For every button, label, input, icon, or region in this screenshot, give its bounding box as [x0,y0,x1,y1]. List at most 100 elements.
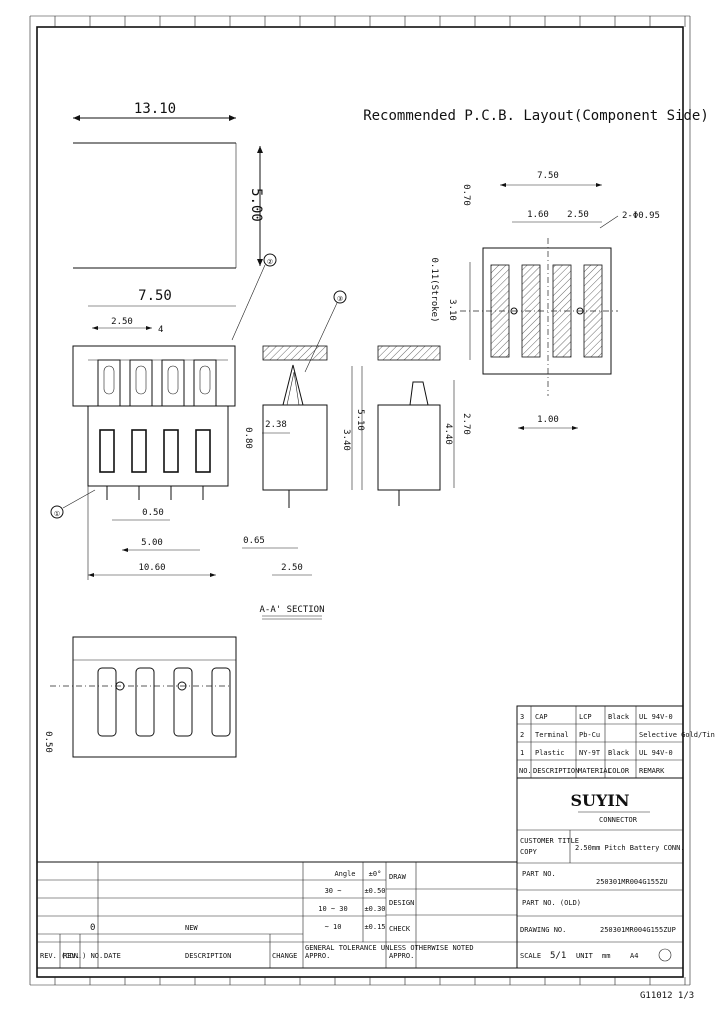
bom-remark: Selective Gold/Tin [639,731,715,739]
bom-material: LCP [579,713,592,721]
dim-side-340: 3.40 [341,429,351,451]
dim-front-h: 4 [158,325,163,335]
rev-header-cell: REV. (CON.) NO. [40,952,103,960]
dim-left-050: 0.50 [43,731,53,753]
front-contact-spring [103,365,115,395]
side-view-2: 4.40 [377,345,455,506]
copy-label: COPY [520,848,538,856]
bom-color: Black [608,713,630,721]
callout-1: ① [54,510,60,518]
dim-front-span: 7.50 [138,288,172,304]
bom-no: 3 [520,713,524,721]
bom-header-no: NO. [519,767,532,775]
callout-2: ② [267,258,273,266]
dim-pcb-160: 1.60 [527,210,549,220]
callout-3: ③ [337,295,343,303]
tol-range: 10 ~ 30 [318,905,348,913]
size-value: A4 [630,952,638,960]
front-contact-spring [167,365,179,395]
tolerance-note: GENERAL TOLERANCE UNLESS OTHERWISE NOTED [305,944,474,952]
title-value: 2.50mm Pitch Battery CONN. [575,844,685,852]
brand-sub: CONNECTOR [599,816,638,824]
bottom-hole [115,681,125,691]
dim-side-250: 2.50 [281,563,303,573]
title-block: SUYIN CONNECTOR CUSTOMER TITLE COPY 2.50… [516,777,694,1001]
dim-total-w: 10.60 [138,563,165,573]
pcb-layout: Recommended P.C.B. Layout(Component Side… [363,108,709,435]
dim-top-height: 5.00 [248,188,264,222]
dim-pcb-310: 3.10 [447,299,457,321]
brand-logo: SUYIN [570,791,629,810]
tol-label: ±0° [369,870,382,878]
rev-desc: NEW [185,924,198,932]
dim-pcb-slot: 0.11(Stroke) [429,257,439,322]
side-section: ③ 0.80 2.38 3.40 5.10 0.65 2.50 A-A' SEC… [242,290,365,620]
bottom-view: 0.50 [43,636,237,758]
part-no2-label: PART NO. (OLD) [522,899,581,907]
scale-label: SCALE [520,952,541,960]
dim-pcb-20: 2.70 [461,413,471,435]
drawing-no-label: DRAWING NO. [520,926,566,934]
customer-title-label: CUSTOMER TITLE [520,837,579,845]
bom-desc: Terminal [535,731,569,739]
rev-header-cell: DATE [104,952,121,960]
rev-header-cell: APPRO. [305,952,330,960]
front-window [163,429,179,473]
tol-range: 30 ~ [325,887,342,895]
dim-pin-w: 0.50 [142,508,164,518]
drawing-no-value: 250301MR004G155ZUP [600,926,676,934]
sheet-border [29,15,691,986]
front-window [195,429,211,473]
bottom-contact [135,667,155,737]
role-label: DESIGN [389,899,414,907]
rev-header-cell: CHANGE [272,952,297,960]
pcb-title: Recommended P.C.B. Layout(Component Side… [363,108,709,124]
bom-desc: Plastic [535,749,565,757]
dim-side-238: 2.38 [265,420,287,430]
bom-material: NY-9T [579,749,601,757]
bottom-hole [177,681,187,691]
front-contact [97,359,121,407]
front-contact [129,359,153,407]
bom-desc: CAP [535,713,548,721]
unit-label: UNIT [576,952,594,960]
dim-side-440: 4.40 [443,423,453,445]
front-view: 7.50 2.50 4 ① 0.50 5.00 10.60 [50,288,236,580]
rev-no: 0 [90,923,95,933]
footer-code: G11012 1/3 [640,991,694,1001]
role-label: APPRO. [389,952,414,960]
bom-color: Black [608,749,630,757]
bottom-contact [211,667,231,737]
dim-front-pitch: 2.50 [111,317,133,327]
bom-no: 1 [520,749,524,757]
scale-value: 5/1 [550,951,566,961]
bom-remark: UL 94V-0 [639,713,673,721]
bom-no: 2 [520,731,524,739]
tol-range: ~ 10 [325,923,342,931]
front-contact-spring [135,365,147,395]
rev-header-cell: DESCRIPTION [185,952,231,960]
front-window [99,429,115,473]
dim-side-083: 0.80 [243,427,253,449]
bottom-contact [97,667,117,737]
angle-label: Angle [334,870,355,878]
front-contact-spring [199,365,211,395]
dim-pcb-250: 2.50 [567,210,589,220]
dim-top-width: 13.10 [134,101,176,117]
tol-value: ±0.15 [364,923,385,931]
role-label: DRAW [389,873,407,881]
front-contact [161,359,185,407]
bom-header-remark: REMARK [639,767,665,775]
dim-side-064: 0.65 [243,536,265,546]
dim-side-510: 5.10 [355,409,365,431]
section-label: A-A' SECTION [259,605,324,615]
dim-pcb-750: 7.50 [537,171,559,181]
part-no-label: PART NO. [522,870,556,878]
bottom-contact [173,667,193,737]
rev-header-cell: REV. [63,952,80,960]
dim-pcb-070: 0.70 [461,184,471,206]
